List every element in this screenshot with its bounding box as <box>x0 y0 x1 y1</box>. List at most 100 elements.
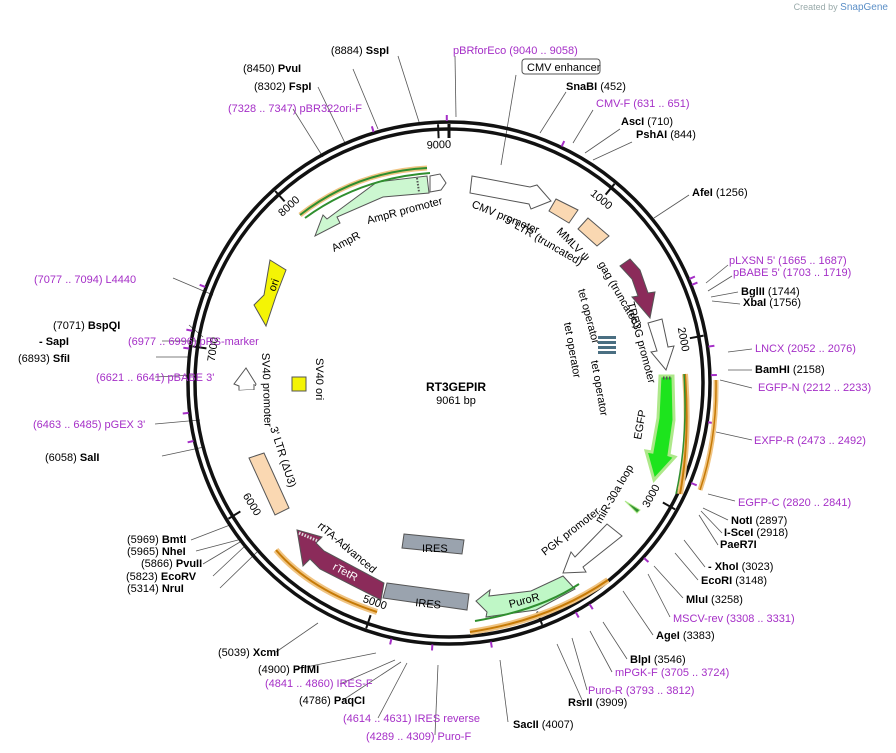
feature-ori <box>253 259 287 328</box>
label-tre3g: TRE3G promoter <box>624 301 657 385</box>
site-afei: AfeI (1256) <box>692 187 748 199</box>
tick-1000 <box>604 183 616 196</box>
site-agei: AgeI (3383) <box>656 630 715 642</box>
site-box-cmv-enhancer: CMV enhancer <box>521 58 601 75</box>
label-ori: ori <box>267 277 282 293</box>
feature-gag <box>619 258 656 320</box>
site-mscv-rev: MSCV-rev (3308 .. 3331) <box>673 613 795 625</box>
brand-logo: Created by SnapGene <box>794 2 888 13</box>
site-box-label: CMV enhancer <box>527 62 601 74</box>
feature-ires-outer <box>382 582 470 611</box>
site-fspi: (8302) FspI <box>254 81 311 93</box>
primer-mark <box>186 328 193 332</box>
feature-sv40-promoter <box>233 367 257 391</box>
site-rsrii: RsrII (3909) <box>568 697 627 709</box>
tick-label-3000: 3000 <box>640 483 662 510</box>
site-sfii: (6893) SfiI <box>18 353 70 365</box>
feature-5-ltr <box>548 198 579 224</box>
feature-graphics <box>233 165 719 635</box>
label-tet-operator-1: tet operator <box>575 288 601 346</box>
feature-puror <box>474 575 580 622</box>
site-puro-r: Puro-R (3793 .. 3812) <box>588 685 694 697</box>
site-paqci: (4786) PaqCI <box>299 695 365 707</box>
site-ires-f: (4841 .. 4860) IRES-F <box>265 678 373 690</box>
site-bspqi: (7071) BspQI <box>53 320 120 332</box>
primer-mark <box>489 641 493 648</box>
plasmid-name: RT3GEPIR <box>426 380 486 394</box>
tick-label-6000: 6000 <box>240 491 263 518</box>
site-pvui: (8450) PvuI <box>243 63 301 75</box>
primer-mark <box>187 439 194 444</box>
center-title: RT3GEPIR 9061 bp <box>426 380 486 407</box>
site-pgex-3: (6463 .. 6485) pGEX 3' <box>33 419 145 431</box>
label-sv40-promoter: SV40 promoter <box>259 353 274 428</box>
primer-mark <box>689 275 696 280</box>
site-xcmi: (5039) XcmI <box>218 647 279 659</box>
site-box-frame <box>521 58 601 75</box>
feature-sv40-ori <box>291 376 307 392</box>
site-exfp-r: EXFP-R (2473 .. 2492) <box>754 435 866 447</box>
site-sapi: - SapI <box>39 336 69 348</box>
primer-mark <box>560 140 566 147</box>
site-mpgk-f: mPGK-F (3705 .. 3724) <box>615 667 729 679</box>
primer-mark <box>389 638 393 645</box>
feature-egfp-inner-green <box>675 373 686 495</box>
tick-9000 <box>437 124 440 139</box>
label-tet-operator-3: tet operator <box>588 359 610 417</box>
site-pbabe-5: pBABE 5' (1703 .. 1719) <box>733 267 851 279</box>
site-bamhi: BamHI (2158) <box>755 364 825 376</box>
feature-rtetr <box>296 529 385 601</box>
site-pvuii: (5866) PvuII <box>141 558 202 570</box>
site-blpi: BlpI (3546) <box>630 654 686 666</box>
site-xhoi: - XhoI (3023) <box>708 561 773 573</box>
tick-7000 <box>192 345 207 350</box>
site-cmv-f: CMV-F (631 .. 651) <box>596 98 690 110</box>
tick-label-1000: 1000 <box>588 188 615 213</box>
site-nrui: (5314) NruI <box>127 583 184 595</box>
site-pbrforeco: pBRforEco (9040 .. 9058) <box>453 45 578 57</box>
site-puro-f: (4289 .. 4309) Puro-F <box>366 731 471 743</box>
tick-6000 <box>227 510 241 520</box>
feature-egfp-orf-orange <box>677 373 719 495</box>
site-egfp-n: EGFP-N (2212 .. 2233) <box>758 382 871 394</box>
feature-pgk-promoter <box>562 523 623 574</box>
label-egfp: EGFP <box>632 409 649 441</box>
feature-ampr-promoter <box>429 173 447 193</box>
label-sv40-ori: SV40 ori <box>313 358 325 400</box>
tick-8000 <box>274 190 286 203</box>
primer-mark <box>574 611 580 619</box>
primer-mark <box>588 603 594 610</box>
primer-mark <box>708 344 715 348</box>
feature-3-ltr <box>248 452 290 516</box>
tick-label-7000: 7000 <box>206 336 221 362</box>
site-ecorv: (5823) EcoRV <box>126 571 197 583</box>
site-lncx: LNCX (2052 .. 2076) <box>755 343 856 355</box>
primer-mark <box>691 281 698 286</box>
tick-5000 <box>365 614 372 629</box>
site-prs-marker: (6977 .. 6996) pRS-marker <box>128 336 259 348</box>
label-ampr: AmpR <box>330 230 363 255</box>
feature-egfp <box>643 374 678 484</box>
site-nhei: (5965) NheI <box>127 546 186 558</box>
site-ires-reverse: (4614 .. 4631) IRES reverse <box>343 713 480 725</box>
feature-puror-orf-orange <box>469 577 610 635</box>
tick-3000 <box>662 501 676 511</box>
brand-prefix: Created by <box>793 2 838 12</box>
site-sali: (6058) SalI <box>45 452 99 464</box>
primer-mark <box>182 411 189 415</box>
site-pshai: PshAI (844) <box>636 129 696 141</box>
site-plxsn-5: pLXSN 5' (1665 .. 1687) <box>729 255 847 267</box>
feature-ampr <box>298 165 431 238</box>
site-ecori: EcoRI (3148) <box>701 575 767 587</box>
site-bmti: (5969) BmtI <box>127 534 186 546</box>
site-pbabe-3: (6621 .. 6641) pBABE 3' <box>96 372 214 384</box>
site-egfp-c: EGFP-C (2820 .. 2841) <box>738 497 851 509</box>
feature-tet-operators <box>598 336 616 354</box>
tick-label-9000: 9000 <box>426 139 451 152</box>
feature-cmv-promoter <box>469 175 552 210</box>
primer-mark <box>370 126 375 133</box>
primer-mark <box>690 482 698 487</box>
site-xbai: XbaI (1756) <box>743 297 801 309</box>
